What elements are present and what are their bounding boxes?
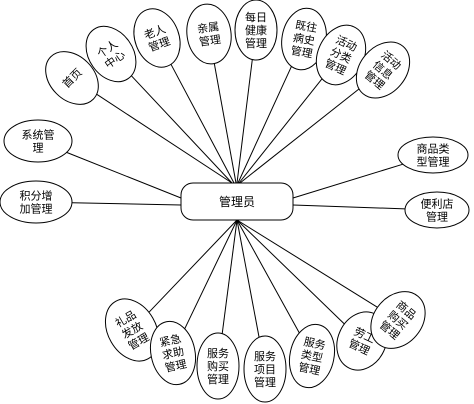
node-ellipse-home bbox=[45, 51, 99, 105]
edge-family-management bbox=[213, 63, 237, 184]
node-ellipse-gift-distribution-management bbox=[104, 298, 160, 362]
node-ellipse-personal-center bbox=[85, 25, 137, 83]
node-label-emergency-help-management-line-0: 紧急 bbox=[158, 331, 182, 349]
node-label-medical-history-management-line-0: 既往 bbox=[294, 17, 318, 35]
node-label-service-item-management-line-1: 项目 bbox=[254, 363, 276, 376]
edge-points-add-management bbox=[71, 202, 182, 206]
node-label-convenience-store-management-line-1: 管理 bbox=[426, 210, 448, 224]
node-label-service-type-management-line-2: 管理 bbox=[297, 360, 321, 378]
node-label-system-management-line-1: 理 bbox=[33, 142, 44, 155]
node-ellipse-family-management bbox=[186, 3, 232, 65]
node-ellipse-service-type-management bbox=[288, 323, 336, 389]
node-label-convenience-store-management-line-0: 便利店 bbox=[421, 197, 454, 211]
node-label-daily-health-management-line-0: 每日 bbox=[245, 10, 267, 24]
edge-convenience-store-management bbox=[292, 204, 406, 210]
edge-product-purchase-management bbox=[236, 219, 378, 308]
node-ellipse-points-add-management bbox=[0, 180, 73, 224]
node-label-service-purchase-management-line-0: 服务 bbox=[207, 347, 229, 360]
edge-service-purchase-management bbox=[221, 219, 238, 334]
node-label-family-management-line-0: 亲属 bbox=[196, 19, 220, 36]
node-label-service-item-management-line-0: 服务 bbox=[254, 350, 276, 363]
edge-activity-info-management bbox=[239, 88, 360, 184]
node-ellipse-service-purchase-management bbox=[196, 332, 240, 400]
node-home: 首页 bbox=[45, 51, 99, 105]
node-label-daily-health-management-line-1: 健康 bbox=[245, 23, 267, 37]
edge-service-item-management bbox=[236, 219, 260, 338]
node-ellipse-activity-info-management bbox=[355, 41, 411, 99]
edge-service-type-management bbox=[236, 219, 300, 334]
node-ellipse-product-purchase-management bbox=[370, 291, 426, 349]
edge-medical-history-management bbox=[237, 66, 292, 184]
edge-product-type-management bbox=[292, 163, 404, 199]
node-label-system-management-line-0: 系统管 bbox=[22, 128, 55, 142]
node-label-emergency-help-management-line-1: 求助 bbox=[161, 344, 185, 362]
edge-system-management bbox=[66, 151, 182, 199]
edge-activity-category-management bbox=[238, 78, 323, 184]
node-label-emergency-help-management-line-2: 管理 bbox=[163, 357, 187, 375]
node-label-daily-health-management-line-2: 管理 bbox=[245, 36, 267, 50]
node-label-service-purchase-management-line-2: 管理 bbox=[207, 372, 229, 386]
edge-home bbox=[96, 93, 233, 184]
node-label-service-type-management-line-1: 类型 bbox=[300, 347, 324, 365]
node-ellipse-product-type-management bbox=[397, 136, 469, 174]
edge-labor-management bbox=[236, 219, 345, 325]
node-label-service-type-management-line-0: 服务 bbox=[302, 335, 326, 352]
edge-elder-management bbox=[170, 64, 235, 184]
node-label-service-purchase-management-line-1: 购买 bbox=[207, 359, 229, 373]
node-ellipse-service-item-management bbox=[243, 335, 287, 403]
node-ellipse-elder-management bbox=[133, 8, 181, 68]
edge-gift-distribution-management bbox=[148, 219, 238, 313]
node-label-medical-history-management-line-2: 管理 bbox=[290, 43, 314, 61]
center-entity-label: 管理员 bbox=[219, 194, 255, 209]
center-entity-box bbox=[180, 182, 294, 221]
edges bbox=[66, 59, 406, 338]
node-label-medical-history-management-line-1: 病史 bbox=[292, 30, 316, 48]
node-ellipse-daily-health-management bbox=[234, 0, 278, 61]
edge-daily-health-management bbox=[236, 59, 253, 184]
node-label-service-item-management-line-2: 管理 bbox=[254, 375, 276, 389]
node-label-points-add-management-line-0: 积分增 bbox=[20, 189, 53, 203]
edge-personal-center bbox=[130, 75, 233, 184]
node-label-product-type-management-line-0: 商品类 bbox=[417, 142, 450, 156]
node-label-product-type-management-line-1: 型管理 bbox=[417, 155, 450, 169]
node-ellipse-system-management bbox=[3, 119, 73, 163]
node-ellipse-convenience-store-management bbox=[404, 191, 470, 229]
node-ellipse-emergency-help-management bbox=[149, 320, 197, 386]
node-label-points-add-management-line-1: 加管理 bbox=[20, 202, 53, 216]
center-entity: 管理员 bbox=[180, 182, 294, 221]
node-label-family-management-line-1: 管理 bbox=[198, 32, 222, 49]
edge-emergency-help-management bbox=[184, 219, 238, 330]
